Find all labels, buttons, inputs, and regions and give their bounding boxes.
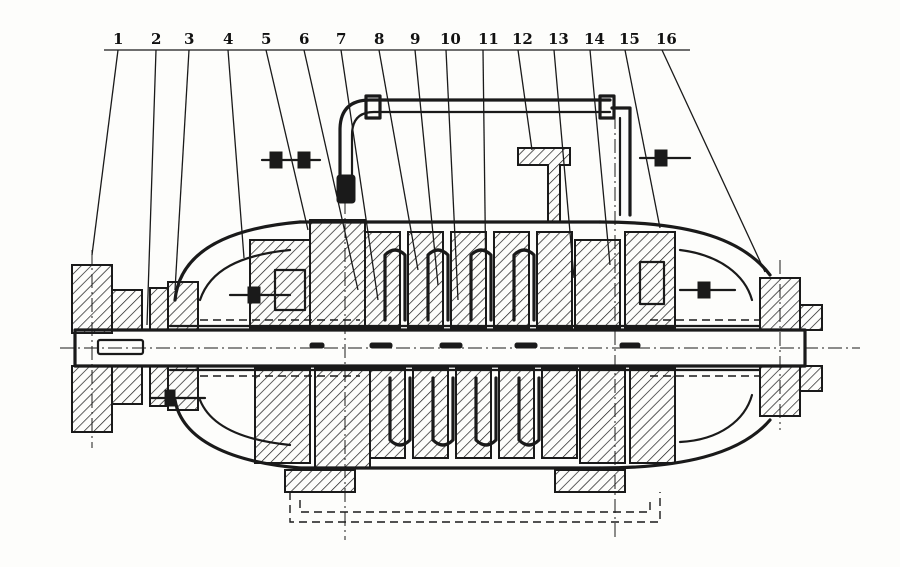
pump-base [284, 115, 661, 540]
discharge-casing-arc-lower [598, 418, 772, 470]
leader-2 [146, 49, 157, 326]
impeller-channel-1 [383, 248, 407, 322]
pipe-down-right [610, 106, 632, 217]
impeller-channel-3 [469, 248, 493, 322]
balance-disc-upper [574, 239, 621, 329]
balance-disc-lower [579, 367, 626, 464]
stage-1-lower [369, 367, 406, 459]
leader-5 [265, 49, 309, 231]
nut-top-left-2 [297, 151, 311, 169]
leader-1 [91, 49, 119, 256]
balance-pipe [336, 94, 632, 217]
discharge-inner-arc-lower [678, 393, 754, 444]
suction-section [249, 219, 371, 469]
bearing-cover-upper [149, 287, 169, 331]
coupling [71, 250, 143, 448]
bearing-body-upper [167, 281, 199, 331]
coupling-hub-lower [111, 365, 143, 405]
pipe-valve [336, 174, 356, 204]
leader-4 [227, 49, 245, 259]
callout-8: 8 [374, 30, 384, 48]
suction-end [148, 220, 302, 470]
first-stage-casing-lower [314, 367, 371, 469]
coupling-hub-upper [111, 289, 143, 331]
leader-15 [624, 49, 661, 229]
callout-13: 13 [548, 30, 569, 48]
callout-6: 6 [299, 30, 309, 48]
nut-right-upper [697, 281, 711, 299]
discharge-inner-arc-upper [678, 248, 754, 302]
callout-7: 7 [336, 30, 346, 48]
suction-casing-arc-lower [173, 398, 302, 470]
callout-1: 1 [113, 30, 123, 48]
impeller-channel-7 [474, 376, 498, 447]
keyway-2 [369, 342, 393, 349]
impeller-channel-5 [388, 376, 412, 447]
keyway-1 [309, 342, 325, 349]
right-cap-lower [799, 365, 823, 392]
nut-top-left [269, 151, 283, 169]
impeller-channel-2 [426, 248, 450, 322]
callout-10: 10 [440, 30, 461, 48]
discharge-nozzle [517, 147, 571, 223]
stage-1-upper [364, 231, 401, 329]
right-cap-upper [799, 304, 823, 331]
shaft [60, 328, 860, 368]
stage-2-lower [412, 367, 449, 459]
pipe-flange-left [364, 94, 382, 120]
keyway-5 [619, 342, 641, 349]
discharge-flange [517, 147, 571, 223]
stage-3-upper [450, 231, 487, 329]
leader-14 [589, 49, 611, 266]
suction-section-lower [254, 367, 311, 464]
stage-2-upper [407, 231, 444, 329]
foot-right [554, 469, 626, 493]
keyway-4 [514, 342, 538, 349]
shaft-sleeves [168, 319, 762, 377]
callout-9: 9 [410, 30, 420, 48]
foot-left [284, 469, 356, 493]
callout-14: 14 [584, 30, 605, 48]
suction-section-upper [249, 239, 311, 329]
impeller-stages [298, 220, 602, 470]
callout-4: 4 [223, 30, 233, 48]
callout-3: 3 [184, 30, 194, 48]
stage-5-upper [536, 231, 573, 329]
discharge-section-upper [624, 231, 676, 329]
base-outline [289, 492, 661, 523]
first-stage-casing-upper [309, 219, 366, 329]
callout-11: 11 [478, 30, 499, 48]
impeller-channel-8 [517, 376, 541, 447]
impeller-channel-4 [512, 248, 536, 322]
stage-4-lower [498, 367, 535, 459]
discharge-section-lower [629, 367, 676, 464]
pipe-inner [350, 110, 612, 202]
top-bolts [260, 149, 692, 169]
callout-2: 2 [151, 30, 161, 48]
leader-3 [174, 49, 190, 291]
stage-4-upper [493, 231, 530, 329]
stage-5-lower [541, 367, 578, 459]
base-outline-inner [299, 500, 651, 513]
nut-left-lower [164, 389, 176, 407]
leader-16 [661, 49, 766, 273]
suction-window [273, 268, 307, 312]
discharge-window [638, 260, 666, 306]
stage-3-lower [455, 367, 492, 459]
discharge-end [574, 220, 772, 470]
callout-labels: 1 2 3 4 5 6 7 8 9 10 11 12 13 14 15 16 [113, 30, 677, 48]
nut-top-right [654, 149, 668, 167]
keyway-3 [439, 342, 463, 349]
pipe-outer [338, 98, 612, 202]
discharge-casing-arc-upper [598, 220, 772, 277]
callout-15: 15 [619, 30, 640, 48]
shaft-end-key [96, 338, 145, 356]
callout-12: 12 [512, 30, 533, 48]
callout-5: 5 [261, 30, 271, 48]
callout-16: 16 [656, 30, 677, 48]
impeller-channel-6 [431, 376, 455, 447]
right-bearing [759, 260, 823, 430]
